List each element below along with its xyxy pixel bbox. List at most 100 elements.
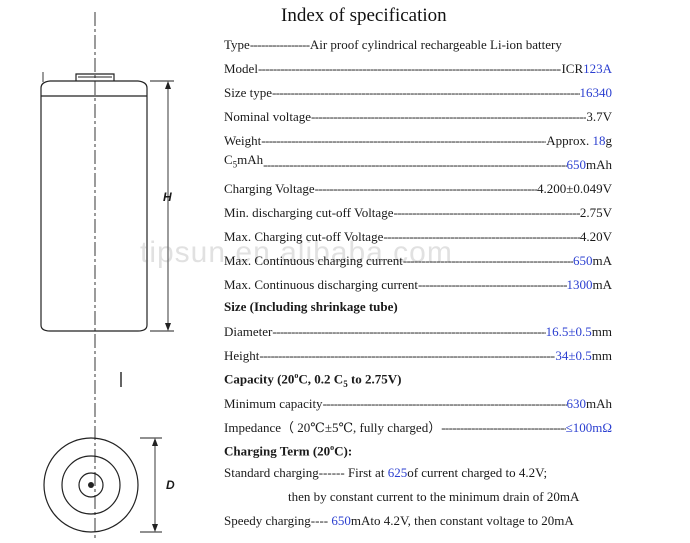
spec-label: Diameter (224, 324, 273, 339)
spec-label: Max. Continuous discharging current (224, 277, 419, 292)
spec-row-min-cutoff: Min. discharging cut-off Voltage 2.75V (224, 201, 612, 221)
standard-charging-label: Standard charging (224, 465, 319, 480)
spec-value: 16340 (579, 85, 613, 100)
spec-label: Min. discharging cut-off Voltage (224, 205, 394, 220)
diameter-number: 16.5±0.5 (545, 324, 592, 339)
spec-value: Air proof cylindrical rechargeable Li-io… (309, 37, 562, 52)
leader-dashes (311, 109, 586, 125)
spec-label: Model (224, 61, 258, 76)
capacity-sub: 5 (232, 160, 238, 170)
capacity-c: C (224, 152, 233, 168)
leader-dashes (263, 157, 566, 173)
heading-charging-b: C): (334, 443, 353, 459)
leader-dashes (272, 85, 579, 101)
standard-charging-number: 625 (387, 465, 408, 480)
leader-dashes (272, 324, 545, 340)
charge-current-unit: mA (592, 253, 613, 268)
spec-value: 650mA (573, 253, 612, 269)
speedy-charging-text: mAto 4.2V, then constant voltage to 20mA (350, 513, 574, 528)
heading-capacity-b: C, 0.2 C (298, 371, 344, 387)
spec-label: Type (224, 37, 250, 52)
leader-dashes: ---- (310, 513, 329, 528)
spec-value: 4.20V (579, 229, 612, 244)
spec-label: C5mAh (224, 152, 263, 173)
spec-row-impedance: Impedance（ 20℃±5℃, fully charged） ≤100mΩ (224, 416, 612, 436)
height-unit: mm (591, 348, 612, 363)
height-arrow-top (165, 81, 171, 89)
spec-label: Size type (224, 85, 273, 100)
degree-mark: o (330, 443, 335, 452)
spec-label: Height (224, 348, 260, 363)
spec-label: Weight (224, 133, 262, 148)
spec-row-min-capacity: Minimum capacity 630mAh (224, 392, 612, 412)
spec-label: Max. Continuous charging current (224, 253, 403, 268)
heading-capacity-c: to 2.75V) (347, 371, 402, 387)
spec-label: Nominal voltage (224, 109, 312, 124)
leader-dashes (441, 420, 565, 436)
standard-charging-line: Standard charging------ First at 625of c… (224, 465, 547, 481)
spec-row-diameter: Diameter 16.5±0.5mm (224, 320, 612, 340)
spec-value: 4.200±0.049V (536, 181, 612, 196)
spec-value: 650mAh (567, 157, 613, 173)
spec-value: 16.5±0.5mm (546, 324, 612, 340)
discharge-current-unit: mA (592, 277, 613, 292)
spec-value: 2.75V (579, 205, 612, 220)
heading-capacity: Capacity (20oC, 0.2 C5 to 2.75V) (224, 371, 402, 389)
spec-value: Approx. 18g (546, 133, 612, 149)
impedance-number: ≤100 (565, 420, 593, 435)
leader-dashes (258, 61, 561, 77)
speedy-charging-line: Speedy charging---- 650mAto 4.2V, then c… (224, 513, 574, 529)
min-capacity-unit: mAh (586, 396, 612, 411)
spec-row-charging-voltage: Charging Voltage 4.200±0.049V (224, 177, 612, 197)
model-number: 123A (583, 61, 612, 76)
standard-charging-text-2: of current charged to 4.2V; (407, 465, 548, 480)
page-title: Index of specification (281, 5, 447, 26)
leader-dashes: ------ (318, 465, 345, 480)
degree-mark: o (294, 371, 299, 380)
min-capacity-number: 630 (566, 396, 587, 411)
spec-row-type: Type Air proof cylindrical rechargeable … (224, 33, 612, 53)
spec-row-max-charging-current: Max. Continuous charging current 650mA (224, 249, 612, 269)
end-view-center (88, 482, 94, 488)
standard-charging-line-2: then by constant current to the minimum … (288, 489, 580, 504)
heading-charging-a: Charging Term (20 (224, 443, 331, 459)
spec-label: Impedance（ 20℃±5℃, fully charged） (224, 420, 442, 435)
weight-number: 18 (592, 133, 606, 148)
heading-capacity-sub: 5 (343, 378, 348, 389)
leader-dashes (383, 229, 580, 245)
leader-dashes (323, 396, 567, 412)
discharge-current-number: 1300 (566, 277, 593, 292)
height-arrow-bottom (165, 323, 171, 331)
capacity-number: 650 (566, 157, 587, 172)
spec-row-weight: Weight Approx. 18g (224, 129, 612, 149)
battery-drawing (40, 12, 174, 540)
model-prefix: ICR (561, 61, 584, 76)
spec-row-max-discharging-current: Max. Continuous discharging current 1300… (224, 273, 612, 293)
spec-row-height: Height 34±0.5mm (224, 344, 612, 364)
spec-row-size-type: Size type 16340 (224, 81, 612, 101)
spec-label: Minimum capacity (224, 396, 323, 411)
leader-dashes (261, 133, 546, 149)
spec-row-model: Model ICR123A (224, 57, 612, 77)
heading-size: Size (Including shrinkage tube) (224, 299, 398, 314)
spec-value: 1300mA (567, 277, 613, 293)
spec-value: ≤100mΩ (566, 420, 612, 436)
height-label: H (163, 190, 172, 204)
weight-prefix: Approx. (546, 133, 590, 148)
speedy-charging-label: Speedy charging (224, 513, 311, 528)
battery-body (40, 80, 148, 332)
height-number: 34±0.5 (555, 348, 592, 363)
leader-dashes (315, 181, 537, 197)
spec-row-max-cutoff: Max. Charging cut-off Voltage 4.20V (224, 225, 612, 245)
charge-current-number: 650 (573, 253, 593, 268)
diameter-arrow-bottom (152, 524, 158, 532)
diameter-arrow-top (152, 438, 158, 446)
spec-label: Charging Voltage (224, 181, 315, 196)
diameter-label: D (166, 478, 175, 492)
capacity-unit-value: mAh (586, 157, 612, 172)
leader-dashes (259, 348, 555, 364)
spec-row-nominal-voltage: Nominal voltage 3.7V (224, 105, 612, 125)
standard-charging-text: First at (344, 465, 388, 480)
impedance-unit: mΩ (592, 420, 612, 435)
leader-dashes (403, 253, 573, 269)
